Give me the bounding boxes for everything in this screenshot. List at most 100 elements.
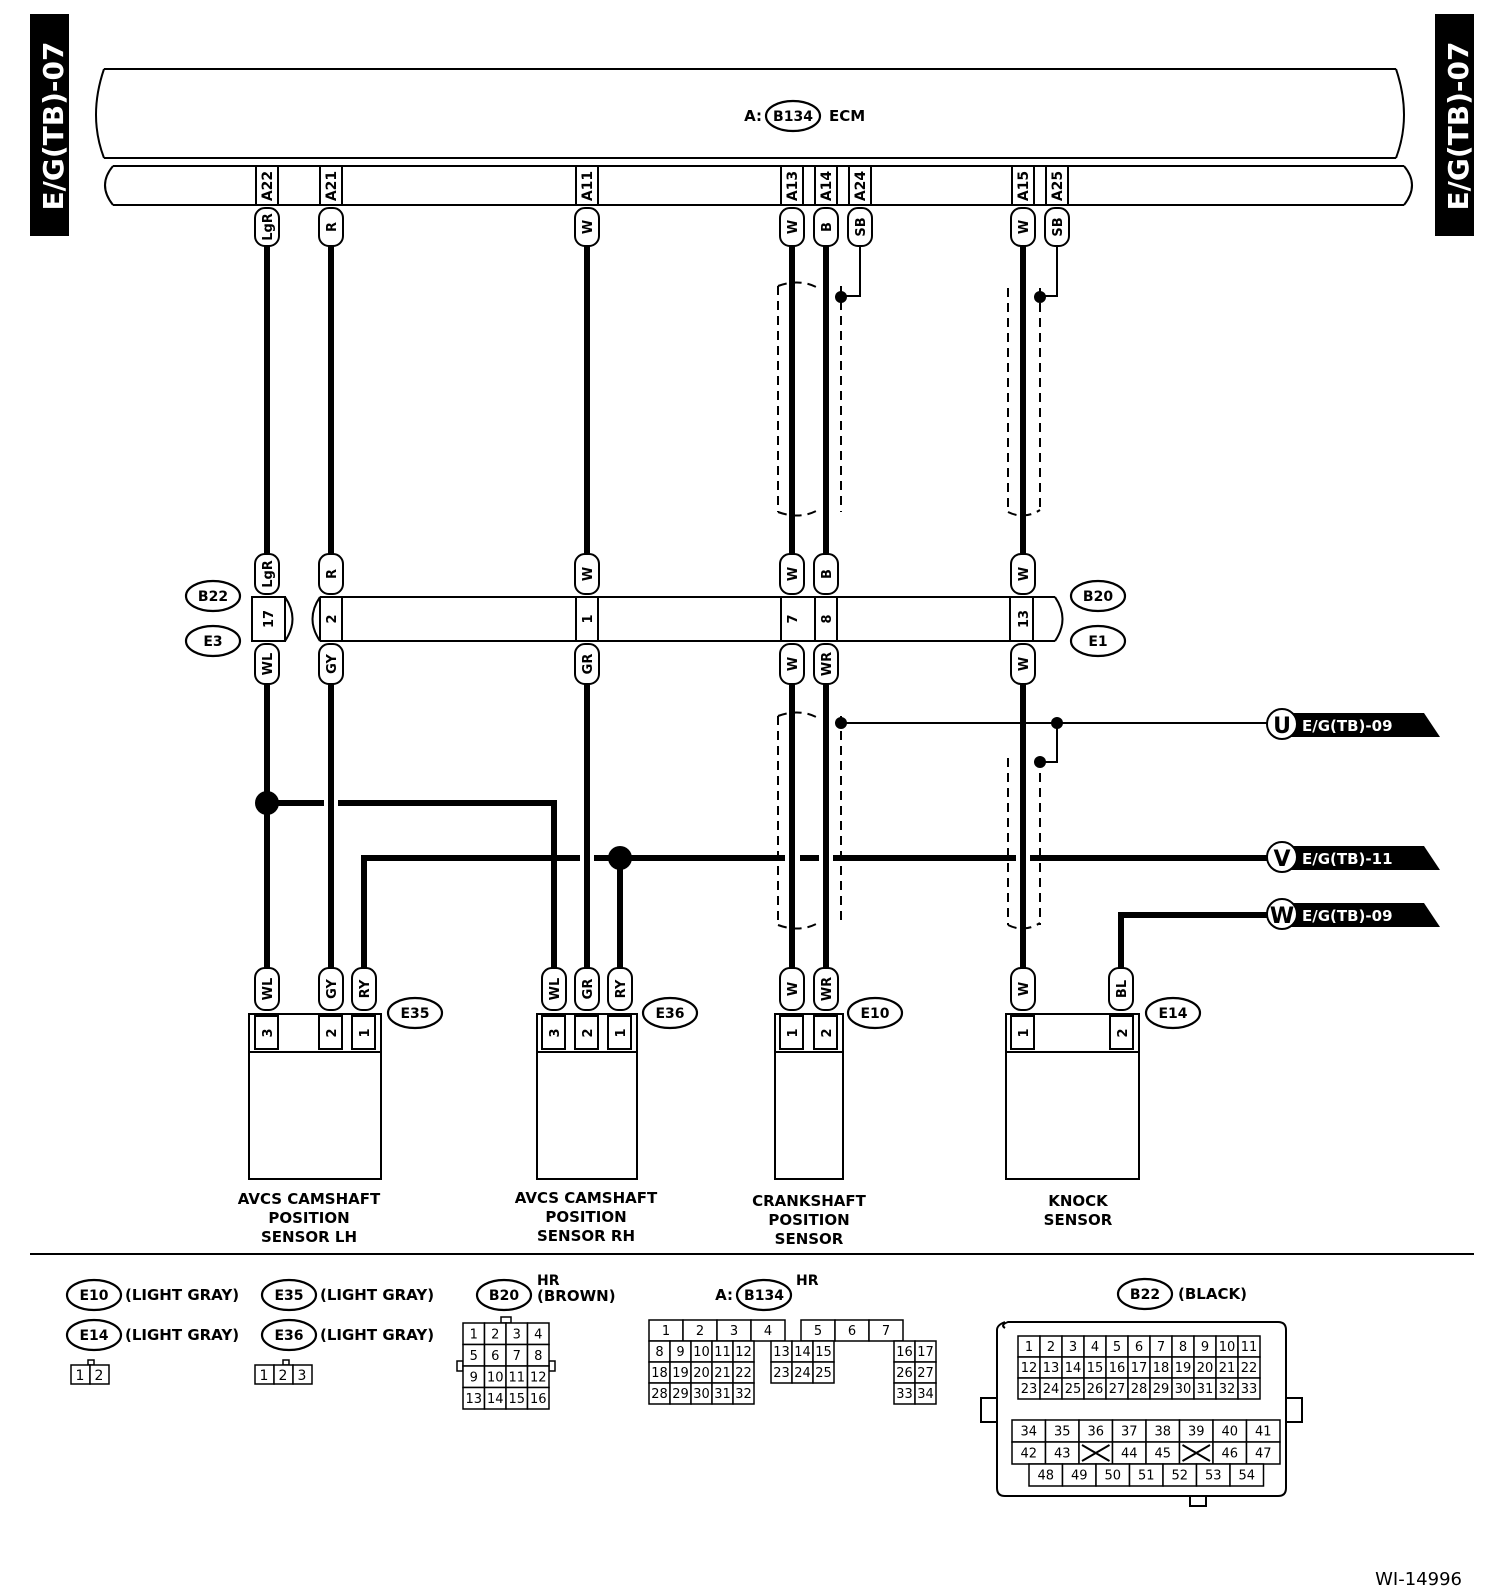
svg-text:1: 1 [358,1028,373,1037]
b20-key-tab [500,1316,512,1324]
pin-number: 14 [794,1345,811,1360]
sensor-e35-id: E35 [400,1006,429,1022]
b134-pin-cell [868,1319,904,1342]
svg-text:2: 2 [279,1368,288,1384]
pin-number: 6 [848,1324,856,1339]
pin-number: 33 [896,1387,913,1402]
b134-pin-cell [914,1382,937,1405]
sensor-e14: W BL 1 2 E14 KNOCK SENSOR [1005,967,1202,1229]
b134-pin-cell [732,1382,755,1405]
svg-text:3: 3 [298,1368,307,1384]
svg-text:SB: SB [1051,217,1066,236]
ecm-block: A: B134 ECM [95,68,1413,206]
pin-number: 31 [1197,1382,1214,1397]
svg-text:GY: GY [325,979,340,999]
pin-number: 22 [1241,1361,1258,1376]
ecm-wire-pills: LgR R W W B SB W SB [254,207,1070,247]
joint-left-lower-id: E3 [203,634,222,650]
svg-text:POSITION: POSITION [268,1209,349,1227]
legend-b22-housing [980,1321,1303,1507]
pin-number: 49 [1071,1469,1088,1484]
pin-number: 15 [508,1392,525,1407]
pin-number: 32 [735,1387,752,1402]
joint-pin-8: 8 [820,614,835,623]
blank-pin-cross [1081,1444,1111,1462]
pin-number: 10 [487,1370,504,1385]
pin-number: 14 [487,1392,504,1407]
pin-number: 6 [1135,1340,1143,1355]
joint-pin-2: 2 [325,614,340,623]
b134-pin-cell [750,1319,786,1342]
svg-text:1: 1 [260,1368,269,1384]
pin-number: 52 [1171,1469,1188,1484]
pin-number: 2 [696,1324,704,1339]
pin-number: 8 [1179,1340,1187,1355]
svg-text:B: B [820,569,835,579]
svg-text:E/G(TB)-09: E/G(TB)-09 [1302,717,1393,735]
pin-number: 7 [1157,1340,1165,1355]
pin-number: 5 [814,1324,822,1339]
pin-number: 12 [735,1345,752,1360]
ecm-pin-a15: A15 [1016,171,1032,201]
svg-text:GY: GY [325,654,340,674]
pin-number: 36 [1087,1425,1104,1440]
svg-text:E10: E10 [79,1288,108,1304]
sensor-e36-id: E36 [655,1006,684,1022]
svg-text:1: 1 [786,1028,801,1037]
pin-number: 38 [1154,1425,1171,1440]
svg-text:1: 1 [76,1368,85,1384]
svg-text:B22: B22 [1130,1287,1160,1303]
svg-text:2: 2 [820,1028,835,1037]
svg-text:CRANKSHAFT: CRANKSHAFT [752,1192,867,1210]
svg-text:AVCS CAMSHAFT: AVCS CAMSHAFT [238,1190,381,1208]
pin-number: 34 [917,1387,934,1402]
svg-text:W: W [786,567,801,581]
pin-number: 17 [1131,1361,1148,1376]
svg-text:(LIGHT GRAY): (LIGHT GRAY) [125,1326,239,1344]
pin-number: 26 [896,1366,913,1381]
pin-number: 7 [882,1324,890,1339]
svg-text:W: W [1017,657,1032,671]
svg-text:W: W [786,657,801,671]
pin-number: 40 [1221,1425,1238,1440]
pin-number: 13 [465,1392,482,1407]
svg-text:2: 2 [581,1028,596,1037]
pin-number: 2 [491,1327,499,1342]
pin-number: 30 [1175,1382,1192,1397]
svg-text:WL: WL [261,978,276,1001]
svg-text:U: U [1273,714,1291,739]
svg-text:LgR: LgR [261,560,276,588]
joint-pin-13: 13 [1017,610,1032,628]
ecm-pin-a11: A11 [580,171,596,201]
pin-number: 43 [1054,1447,1071,1462]
pin-number: 6 [491,1349,499,1364]
pin-number: 9 [1201,1340,1209,1355]
pin-number: 25 [815,1366,832,1381]
pin-number: 7 [513,1349,521,1364]
svg-text:B134: B134 [744,1288,784,1304]
b22-pin-cell [1237,1377,1261,1400]
pin-number: 24 [1043,1382,1060,1397]
svg-text:SENSOR RH: SENSOR RH [537,1227,635,1245]
ecm-pin-a14: A14 [819,171,835,202]
svg-text:SENSOR LH: SENSOR LH [261,1228,357,1246]
svg-text:GR: GR [581,979,596,1000]
pin-number: 19 [1175,1361,1192,1376]
pin-number: 32 [1219,1382,1236,1397]
ecm-pin-a24: A24 [853,171,869,202]
svg-text:(BLACK): (BLACK) [1178,1285,1247,1303]
svg-text:E14: E14 [79,1328,108,1344]
pin-number: 29 [672,1387,689,1402]
joint-pin-17: 17 [262,610,277,628]
pin-number: 12 [530,1370,547,1385]
pin-number: 9 [470,1370,478,1385]
svg-text:A:: A: [715,1286,733,1304]
page-ref-left: E/G(TB)-07 [30,14,70,236]
svg-text:1: 1 [1017,1028,1032,1037]
pin-number: 19 [672,1366,689,1381]
joint-left-upper-id: B22 [198,589,228,605]
svg-text:W: W [786,220,801,234]
pin-number: 11 [508,1370,525,1385]
